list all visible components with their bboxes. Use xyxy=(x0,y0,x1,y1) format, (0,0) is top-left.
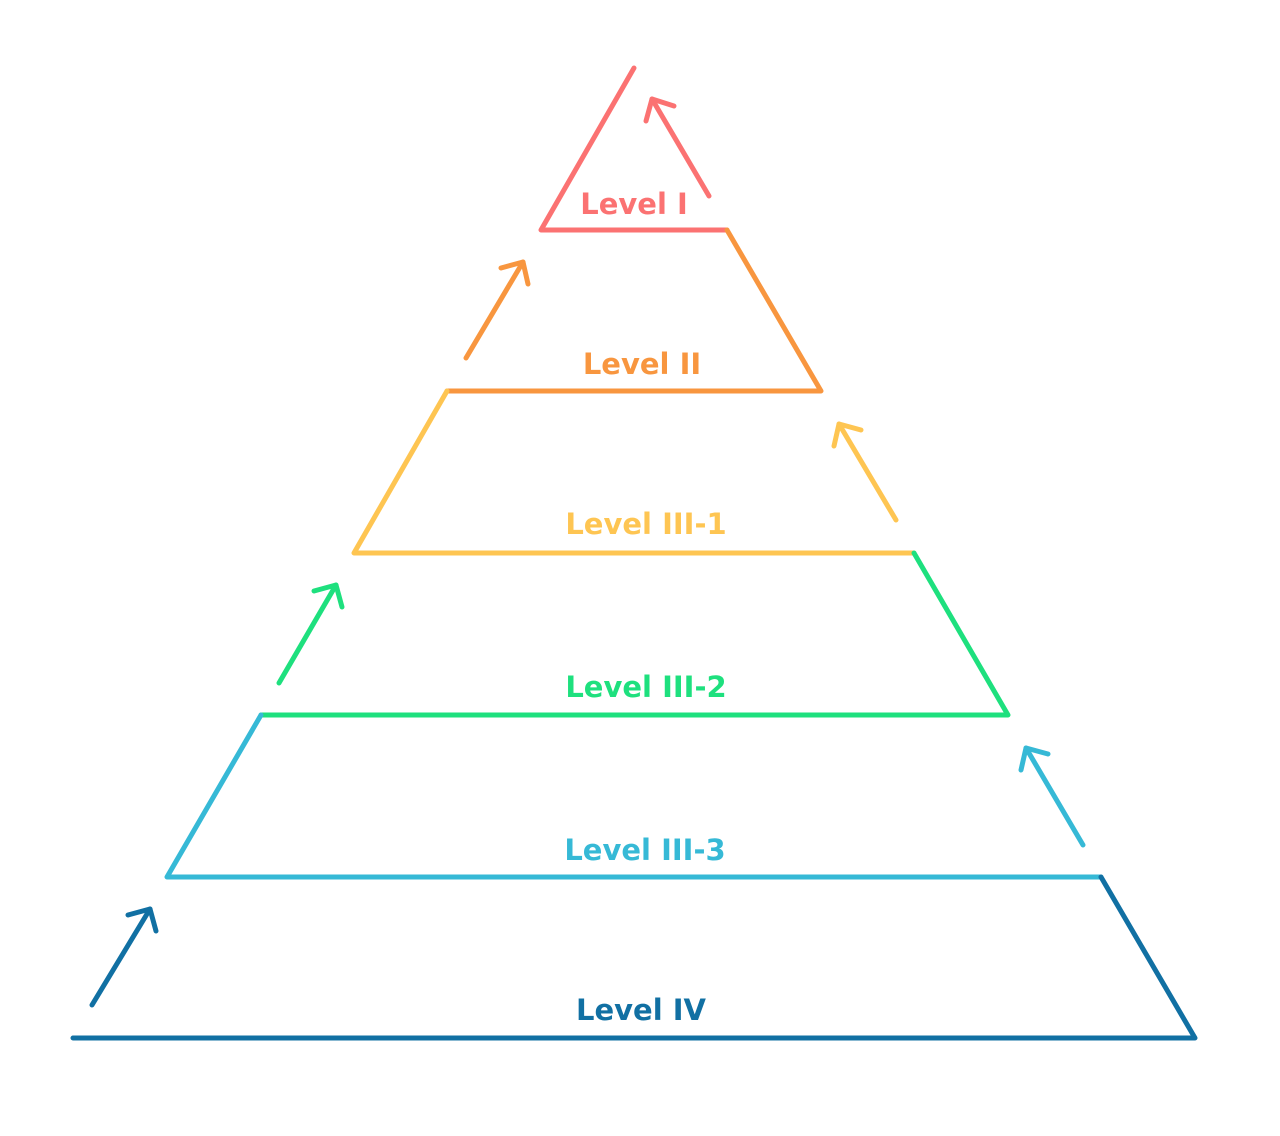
level-1-arrow-icon xyxy=(643,96,712,199)
level-3-3-outline xyxy=(164,712,1104,880)
level-1-label: Level I xyxy=(580,187,688,221)
level-3-3-group: Level III-3 xyxy=(164,712,1104,880)
level-1-outline xyxy=(538,65,730,233)
level-3-2-outline xyxy=(258,550,1011,718)
level-3-3-arrow-icon xyxy=(1018,745,1086,848)
level-2-arrow-icon xyxy=(463,259,531,361)
level-3-2-group: Level III-2 xyxy=(258,550,1011,718)
level-4-label: Level IV xyxy=(576,993,707,1027)
level-4-group: Level IV xyxy=(70,874,1198,1041)
level-3-2-arrow-icon xyxy=(276,582,345,686)
level-4-outline xyxy=(70,874,1198,1041)
level-3-1-outline xyxy=(351,388,917,556)
level-2-label: Level II xyxy=(583,347,701,381)
level-3-1-label: Level III-1 xyxy=(565,507,726,541)
level-4-arrow-icon xyxy=(89,906,159,1008)
level-3-1-arrow-icon xyxy=(831,421,899,523)
level-3-2-label: Level III-2 xyxy=(565,670,726,704)
level-3-1-group: Level III-1 xyxy=(351,388,917,556)
level-2-outline xyxy=(444,227,824,394)
level-3-3-label: Level III-3 xyxy=(564,833,725,867)
level-2-group: Level II xyxy=(444,227,824,394)
level-1-group: Level I xyxy=(538,65,730,233)
